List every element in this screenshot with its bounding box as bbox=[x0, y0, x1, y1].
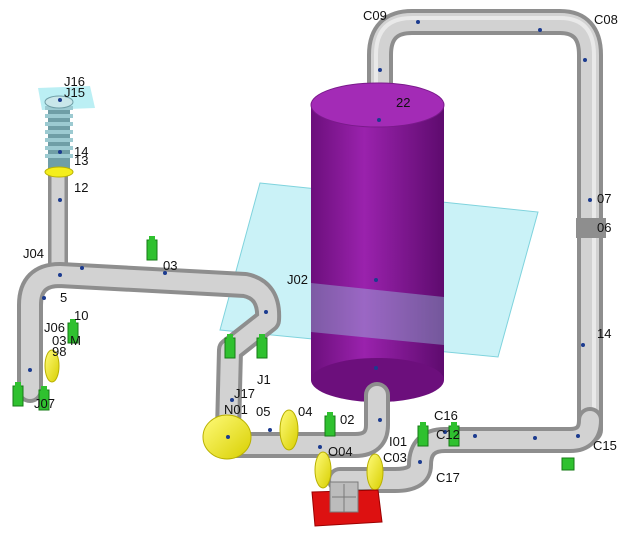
label-98: 98 bbox=[52, 344, 66, 359]
label-i01: I01 bbox=[389, 434, 407, 449]
node-dot bbox=[163, 271, 167, 275]
support-icon bbox=[12, 382, 24, 407]
label-c09: C09 bbox=[363, 8, 387, 23]
pipe-vessel-outlet[interactable] bbox=[217, 382, 390, 458]
node-dot bbox=[418, 460, 422, 464]
label-10: 10 bbox=[74, 308, 88, 323]
label-14b: 14 bbox=[597, 326, 611, 341]
label-04: 04 bbox=[298, 404, 312, 419]
label-j16: J16 bbox=[64, 74, 85, 89]
label-c17: C17 bbox=[436, 470, 460, 485]
node-labels: C09 C08 J16 J15 14 13 12 22 07 06 J04 03… bbox=[23, 8, 618, 485]
support-icon bbox=[67, 319, 79, 344]
label-03m: 03 M bbox=[52, 333, 81, 348]
support-icon bbox=[146, 236, 158, 261]
label-j17: J17 bbox=[234, 386, 255, 401]
node-dot bbox=[58, 98, 62, 102]
pipe-left-run[interactable] bbox=[17, 165, 282, 443]
label-13: 13 bbox=[74, 153, 88, 168]
node-dot bbox=[377, 118, 381, 122]
label-06: 06 bbox=[597, 220, 611, 235]
support-plane-overlay bbox=[311, 283, 444, 345]
label-c08: C08 bbox=[594, 12, 618, 27]
node-dot bbox=[576, 434, 580, 438]
pressure-vessel[interactable] bbox=[310, 82, 445, 402]
node-dot bbox=[226, 435, 230, 439]
node-dot bbox=[264, 310, 268, 314]
label-j04: J04 bbox=[23, 246, 44, 261]
support-icon bbox=[224, 334, 236, 359]
flange-o04[interactable] bbox=[314, 451, 332, 489]
node-dot bbox=[58, 273, 62, 277]
label-02: 02 bbox=[340, 412, 354, 427]
node-dot bbox=[581, 343, 585, 347]
label-j02: J02 bbox=[287, 272, 308, 287]
label-05: 05 bbox=[256, 404, 270, 419]
pump-base[interactable] bbox=[311, 481, 383, 527]
support-icon bbox=[417, 422, 429, 447]
node-dot bbox=[533, 436, 537, 440]
node-dot bbox=[28, 368, 32, 372]
label-07: 07 bbox=[597, 191, 611, 206]
label-03: 03 bbox=[163, 258, 177, 273]
label-c03: C03 bbox=[383, 450, 407, 465]
label-c12: C12 bbox=[436, 427, 460, 442]
support-icon bbox=[561, 457, 575, 471]
node-dot bbox=[374, 366, 378, 370]
flange-05[interactable] bbox=[279, 409, 299, 451]
node-markers bbox=[28, 20, 592, 464]
node-dot bbox=[378, 418, 382, 422]
node-dot bbox=[538, 28, 542, 32]
label-22: 22 bbox=[396, 95, 410, 110]
support-icon bbox=[448, 422, 460, 447]
reducer-band bbox=[576, 218, 606, 238]
node-dot bbox=[268, 428, 272, 432]
node-dot bbox=[58, 150, 62, 154]
label-5: 5 bbox=[60, 290, 67, 305]
flange-c03[interactable] bbox=[366, 453, 384, 491]
node-dot bbox=[318, 445, 322, 449]
node-dot bbox=[588, 198, 592, 202]
node-dot bbox=[230, 398, 234, 402]
node-dot bbox=[443, 430, 447, 434]
label-12: 12 bbox=[74, 180, 88, 195]
label-c15: C15 bbox=[593, 438, 617, 453]
support-icon bbox=[324, 412, 336, 437]
label-c16: C16 bbox=[434, 408, 458, 423]
supports bbox=[12, 236, 575, 471]
node-dot bbox=[58, 198, 62, 202]
node-dot bbox=[416, 20, 420, 24]
node-dot bbox=[42, 296, 46, 300]
node-dot bbox=[374, 278, 378, 282]
node-dot bbox=[583, 58, 587, 62]
label-n01: N01 bbox=[224, 402, 248, 417]
expansion-joint-bellows[interactable] bbox=[44, 95, 74, 178]
flange-left-elbow[interactable] bbox=[44, 349, 60, 383]
label-o04: O04 bbox=[328, 444, 353, 459]
pipe-top-loop[interactable] bbox=[367, 9, 603, 443]
label-j07: J07 bbox=[34, 396, 55, 411]
label-j06: J06 bbox=[44, 320, 65, 335]
node-dot bbox=[378, 68, 382, 72]
label-j15: J15 bbox=[64, 85, 85, 100]
node-dot bbox=[473, 434, 477, 438]
label-j1: J1 bbox=[257, 372, 271, 387]
support-icon bbox=[256, 334, 268, 359]
label-14a: 14 bbox=[74, 144, 88, 159]
support-icon bbox=[38, 386, 50, 411]
node-dot bbox=[80, 266, 84, 270]
